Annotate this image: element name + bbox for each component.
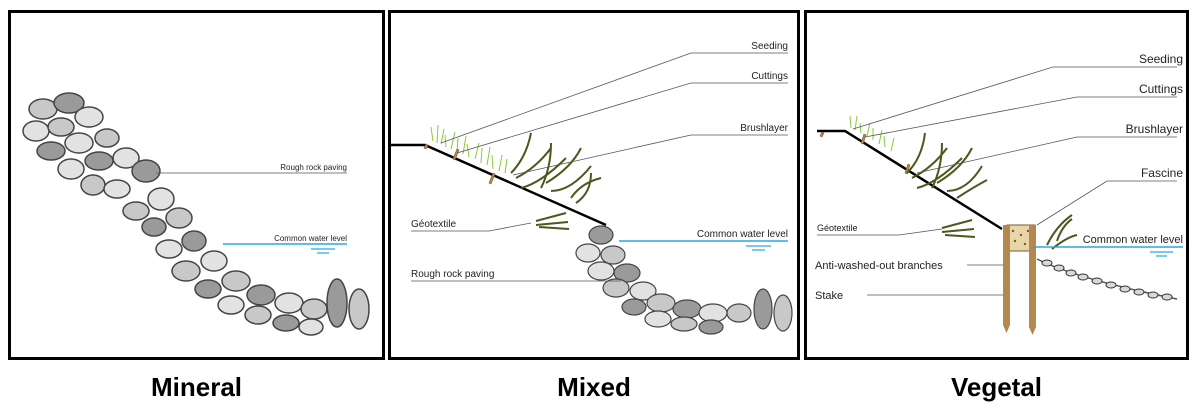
- label-seeding: Seeding: [751, 41, 788, 52]
- panel-vegetal: Seeding Cuttings Brushlayer Fascine Géot…: [804, 10, 1189, 360]
- rock-paving-mineral: [23, 93, 369, 335]
- grass-seeding: [850, 116, 894, 151]
- label-water-level: Common water level: [1083, 234, 1183, 246]
- brushlayer: [907, 133, 1077, 249]
- label-geotextile: Géotextile: [411, 219, 456, 230]
- label-rock-paving: Rough rock paving: [411, 269, 494, 280]
- mineral-diagram: Rough rock paving Common water level: [11, 13, 382, 357]
- label-cuttings: Cuttings: [751, 71, 788, 82]
- brushlayer: [511, 133, 601, 229]
- label-brushlayer: Brushlayer: [1126, 122, 1183, 136]
- label-geotextile: Géotextile: [817, 223, 858, 233]
- label-rock-paving: Rough rock paving: [280, 163, 347, 172]
- label-water-level: Common water level: [274, 234, 347, 243]
- label-brushlayer: Brushlayer: [740, 123, 788, 134]
- mixed-diagram: Seeding Cuttings Brushlayer Géotextile C…: [391, 13, 797, 357]
- rock-paving-mixed: [576, 226, 792, 334]
- caption-vegetal: Vegetal: [804, 372, 1189, 403]
- label-stake: Stake: [815, 290, 843, 302]
- vegetal-diagram: Seeding Cuttings Brushlayer Fascine Géot…: [807, 13, 1186, 357]
- label-seeding: Seeding: [1139, 52, 1183, 66]
- caption-mixed: Mixed: [388, 372, 800, 403]
- panel-mineral: Rough rock paving Common water level: [8, 10, 385, 360]
- cuttings: [820, 132, 910, 174]
- stake: [1003, 225, 1010, 325]
- stake-tip: [1003, 325, 1010, 333]
- caption-mineral: Mineral: [8, 372, 385, 403]
- bank-slope: [817, 131, 1002, 229]
- anti-washed-out-branches: [1037, 259, 1177, 300]
- label-fascine: Fascine: [1141, 166, 1183, 180]
- leader-lines-mixed: [411, 53, 788, 281]
- stake-tip: [1029, 327, 1036, 335]
- panel-mixed: Seeding Cuttings Brushlayer Géotextile C…: [388, 10, 800, 360]
- label-water-level: Common water level: [697, 229, 788, 240]
- label-anti-washed-out: Anti-washed-out branches: [815, 260, 943, 272]
- stake: [1029, 225, 1036, 327]
- label-cuttings: Cuttings: [1139, 82, 1183, 96]
- bank-slope: [391, 145, 606, 225]
